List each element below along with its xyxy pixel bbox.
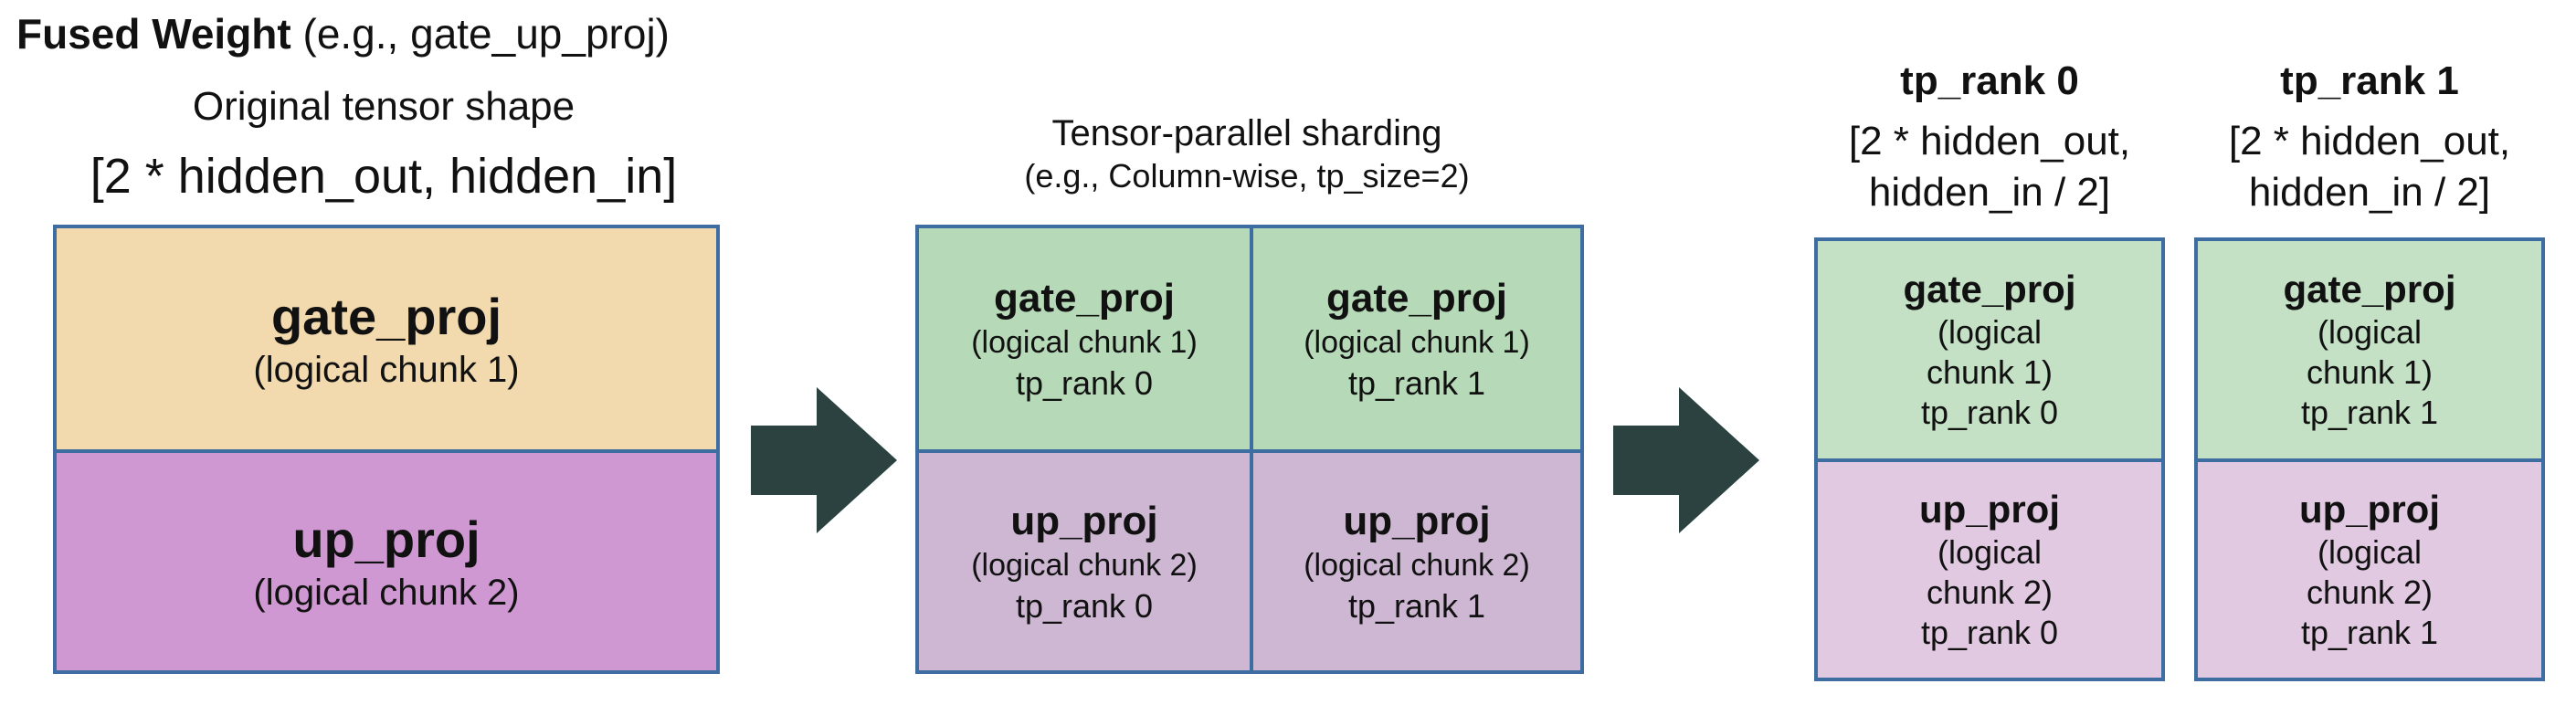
tp-rank1-heading: tp_rank 1	[2280, 58, 2459, 103]
rank0-gate-proj-block: gate_proj (logical chunk 1) tp_rank 0	[1814, 237, 2165, 462]
rank-block-title: gate_proj	[2283, 268, 2456, 310]
rank1-up-proj-block: up_proj (logical chunk 2) tp_rank 1	[2194, 458, 2545, 681]
fused-weight-title-example: (e.g., gate_up_proj)	[302, 10, 670, 58]
original-up-proj-chunk: (logical chunk 2)	[253, 573, 520, 613]
fused-weight-title: Fused Weight (e.g., gate_up_proj)	[16, 9, 670, 58]
sharding-title: Tensor-parallel sharding	[1051, 113, 1442, 153]
arrow-right-icon	[1613, 387, 1759, 533]
rank-block-chunk-line2: chunk 1)	[2306, 353, 2433, 391]
tp-rank0-heading: tp_rank 0	[1900, 58, 2079, 103]
rank-block-rank: tp_rank 0	[1920, 394, 2059, 431]
tp-rank0-shape-line2: hidden_in / 2]	[1868, 170, 2111, 215]
rank-block-chunk-line2: chunk 2)	[1926, 573, 2053, 611]
rank-block-rank: tp_rank 1	[2300, 394, 2439, 431]
rank1-gate-proj-block: gate_proj (logical chunk 1) tp_rank 1	[2194, 237, 2545, 462]
shard-gate-proj-rank1: gate_proj (logical chunk 1) tp_rank 1	[1250, 225, 1584, 453]
shard-chunk: (logical chunk 1)	[1304, 324, 1530, 360]
shard-title: up_proj	[1010, 498, 1158, 543]
shard-rank: tp_rank 1	[1347, 586, 1486, 625]
shard-title: gate_proj	[1325, 275, 1508, 321]
rank-block-rank: tp_rank 0	[1920, 614, 2059, 651]
shard-up-proj-rank1: up_proj (logical chunk 2) tp_rank 1	[1250, 449, 1584, 674]
rank-block-title: up_proj	[1919, 488, 2060, 531]
rank-block-title: up_proj	[2299, 488, 2440, 531]
arrow-right-icon	[751, 387, 897, 533]
shard-rank: tp_rank 0	[1015, 363, 1154, 402]
shard-title: up_proj	[1343, 498, 1491, 543]
rank-block-chunk-line2: chunk 2)	[2306, 573, 2433, 611]
original-gate-proj-block: gate_proj (logical chunk 1)	[53, 225, 720, 453]
tp-rank1-shape-line1: [2 * hidden_out,	[2228, 119, 2511, 163]
original-up-proj-title: up_proj	[292, 510, 480, 568]
rank-block-chunk-line2: chunk 1)	[1926, 353, 2053, 391]
original-up-proj-block: up_proj (logical chunk 2)	[53, 449, 720, 674]
rank0-up-proj-block: up_proj (logical chunk 2) tp_rank 0	[1814, 458, 2165, 681]
shard-rank: tp_rank 0	[1015, 586, 1154, 625]
rank-block-title: gate_proj	[1903, 268, 2076, 310]
rank-block-chunk-line1: (logical	[1937, 533, 2043, 571]
shard-rank: tp_rank 1	[1347, 363, 1486, 402]
rank-block-chunk-line1: (logical	[2317, 533, 2423, 571]
original-shape-caption: Original tensor shape	[192, 84, 575, 129]
sharding-subtitle: (e.g., Column-wise, tp_size=2)	[1024, 157, 1470, 195]
shard-chunk: (logical chunk 1)	[971, 324, 1198, 360]
shard-chunk: (logical chunk 2)	[971, 547, 1198, 583]
shard-gate-proj-rank0: gate_proj (logical chunk 1) tp_rank 0	[915, 225, 1253, 453]
original-gate-proj-chunk: (logical chunk 1)	[253, 350, 520, 390]
tp-rank1-shape-line2: hidden_in / 2]	[2248, 170, 2491, 215]
original-gate-proj-title: gate_proj	[270, 288, 502, 345]
fused-weight-title-bold: Fused Weight	[16, 10, 291, 58]
shard-chunk: (logical chunk 2)	[1304, 547, 1530, 583]
rank-block-chunk-line1: (logical	[1937, 313, 2043, 351]
shard-title: gate_proj	[993, 275, 1176, 321]
original-shape-label: [2 * hidden_out, hidden_in]	[90, 149, 678, 204]
rank-block-rank: tp_rank 1	[2300, 614, 2439, 651]
tp-rank0-shape-line1: [2 * hidden_out,	[1848, 119, 2131, 163]
rank-block-chunk-line1: (logical	[2317, 313, 2423, 351]
shard-up-proj-rank0: up_proj (logical chunk 2) tp_rank 0	[915, 449, 1253, 674]
